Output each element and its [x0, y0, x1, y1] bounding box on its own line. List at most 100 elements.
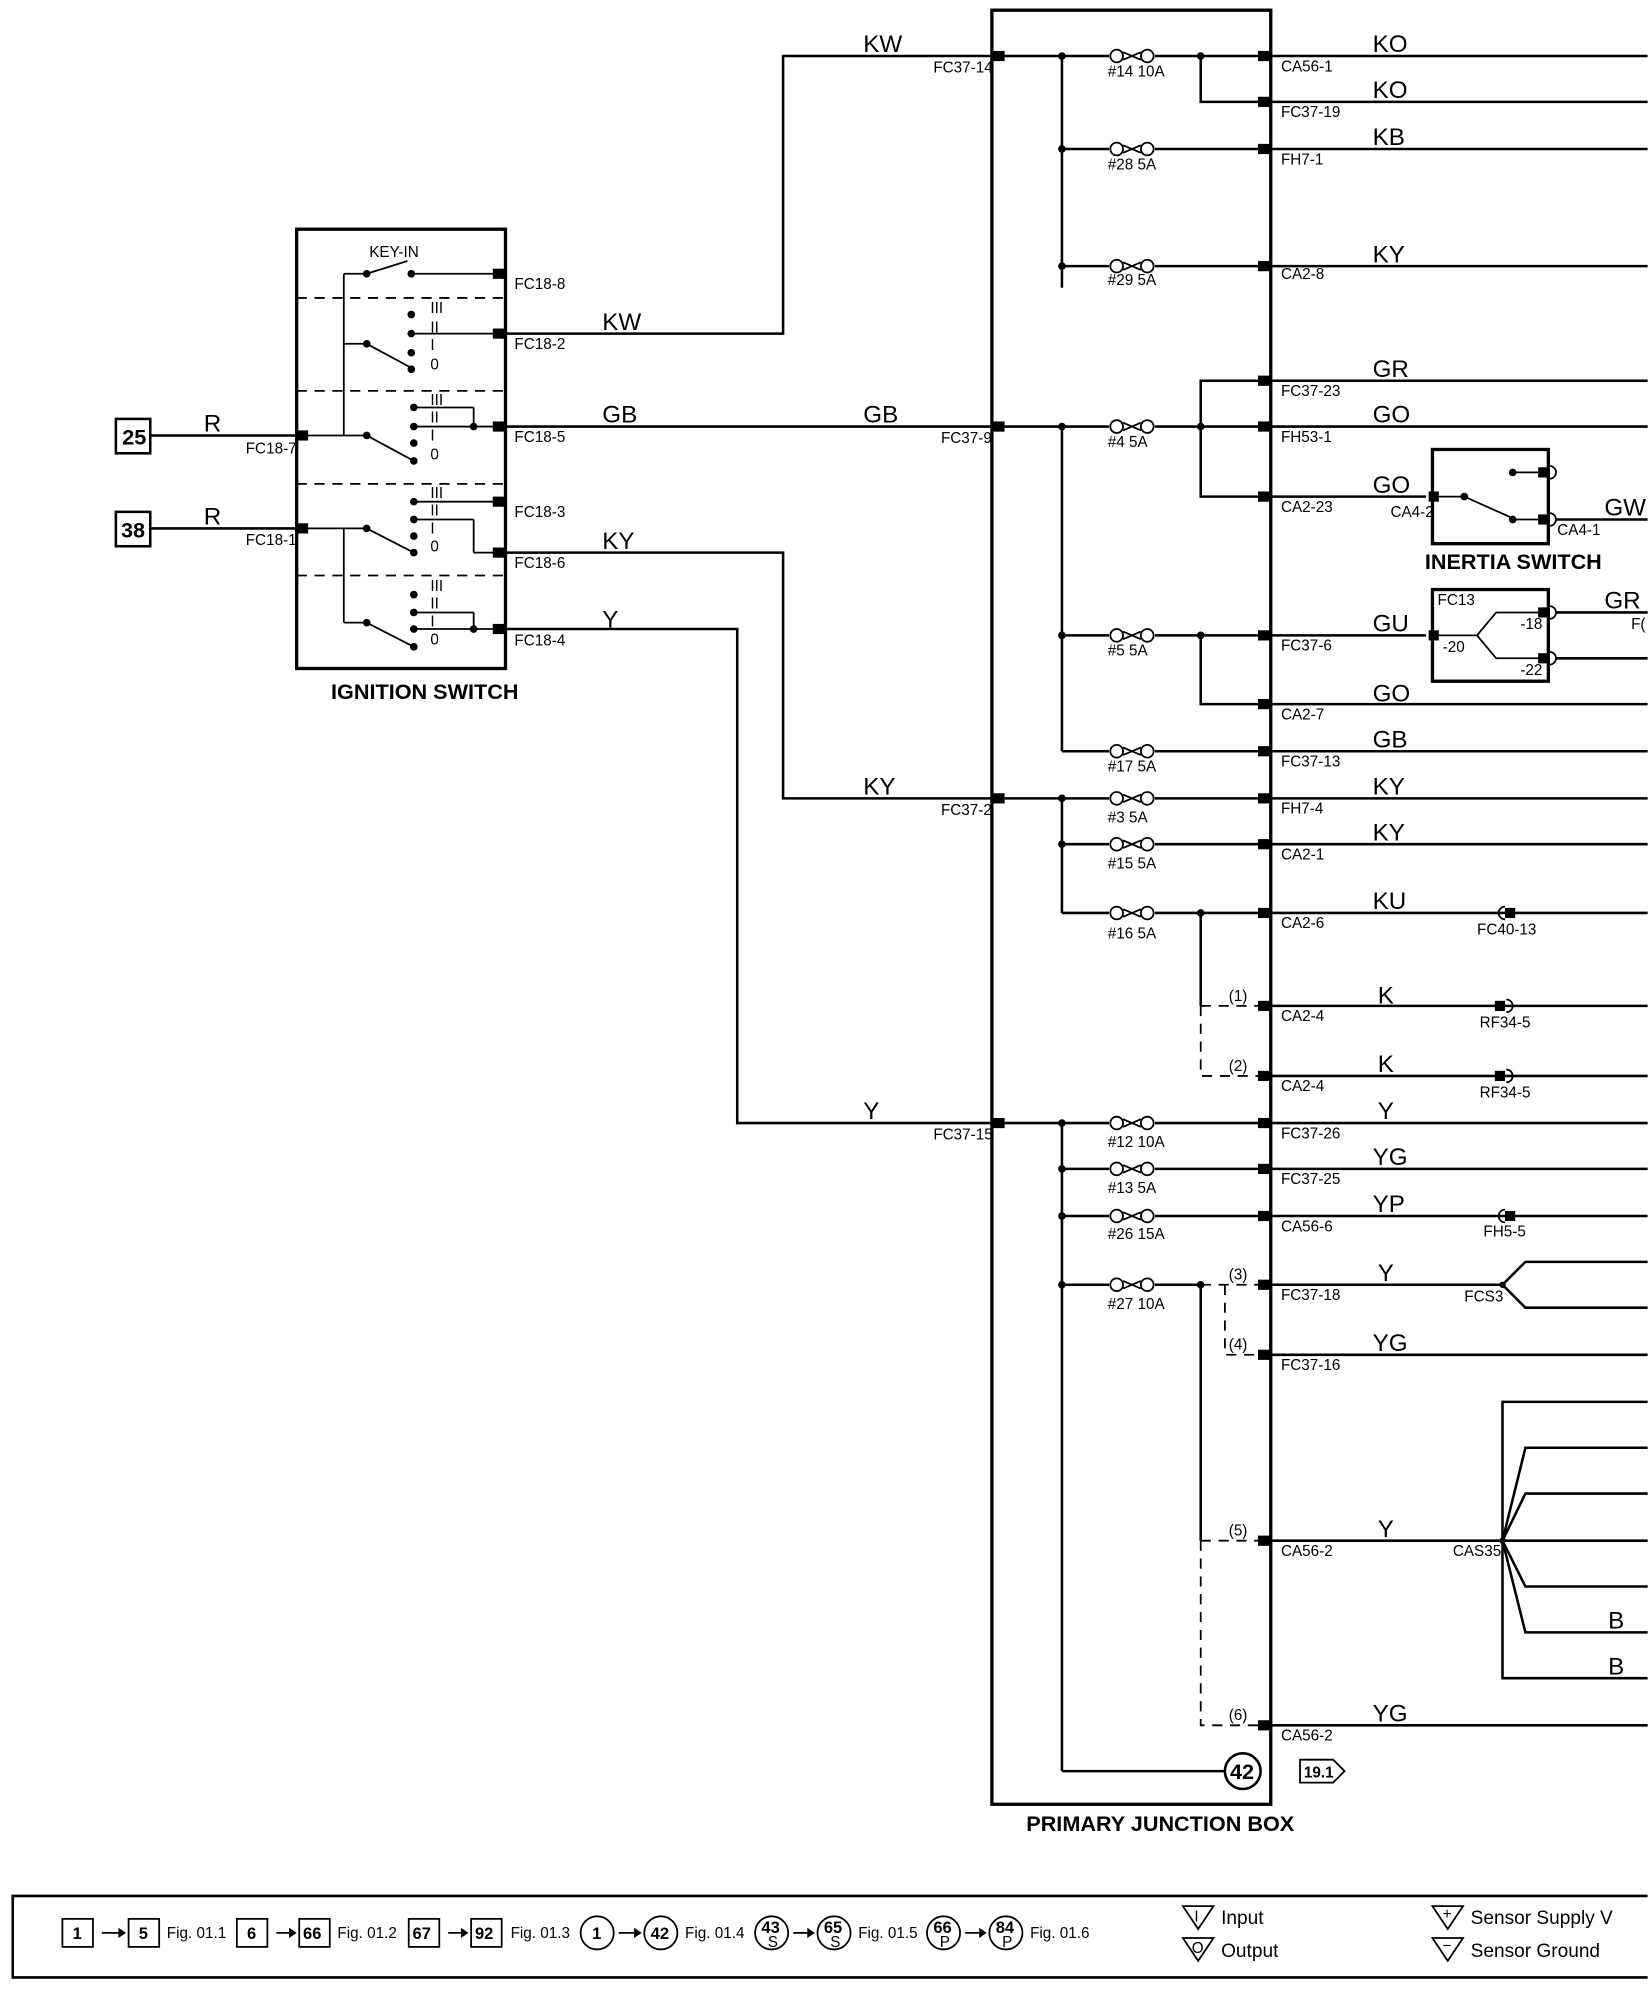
legend-range-43-65: 43 S 65 S Fig. 01.5 — [754, 1915, 918, 1951]
svg-text:#29 5A: #29 5A — [1108, 272, 1157, 289]
conn-fc37-9: FC37-9 — [941, 430, 992, 447]
ground-reference-42[interactable]: 42 — [1223, 1752, 1262, 1791]
svg-text:III: III — [430, 300, 443, 317]
fuse-row: #17 5A — [1061, 743, 1259, 776]
svg-text:FC37-6: FC37-6 — [1281, 638, 1332, 655]
output-pins — [1258, 50, 1271, 1731]
svg-text:KB: KB — [1373, 124, 1405, 151]
svg-text:KY: KY — [863, 774, 895, 801]
fuse-row: #14 10A — [1061, 48, 1259, 104]
svg-text:CA2-1: CA2-1 — [1281, 846, 1324, 863]
ignition-switch-title: IGNITION SWITCH — [331, 679, 518, 704]
svg-text:CA4-2: CA4-2 — [1390, 504, 1433, 521]
svg-text:#12 10A: #12 10A — [1108, 1134, 1166, 1151]
svg-text:YP: YP — [1373, 1191, 1405, 1218]
svg-text:KY: KY — [602, 528, 634, 555]
reference-25[interactable]: 25 R — [114, 411, 296, 455]
svg-text:III: III — [430, 485, 443, 502]
conn-fc37-15: FC37-15 — [933, 1127, 992, 1144]
svg-text:0: 0 — [430, 356, 439, 373]
svg-text:CA56-2: CA56-2 — [1281, 1543, 1333, 1560]
svg-text:(2): (2) — [1229, 1058, 1248, 1075]
svg-text:II: II — [430, 503, 438, 520]
output-wires: KO KO KB KY GR GO GO GU GO GB KY KY KU — [1270, 31, 1648, 1728]
feed-wires: KW KW GB GB KY KY Y Y — [505, 31, 992, 1125]
svg-text:Y: Y — [602, 607, 618, 634]
svg-text:CA2-7: CA2-7 — [1281, 706, 1324, 723]
sensor-supply-symbol: + Sensor Supply V — [1430, 1905, 1613, 1931]
svg-text:#16 5A: #16 5A — [1108, 925, 1157, 942]
svg-text:Fig. 01.4: Fig. 01.4 — [685, 1925, 745, 1942]
svg-text:42: 42 — [651, 1924, 669, 1943]
svg-text:GR: GR — [1604, 588, 1640, 615]
svg-text:CA2-6: CA2-6 — [1281, 915, 1324, 932]
svg-text:KO: KO — [1373, 31, 1408, 58]
svg-text:6: 6 — [247, 1924, 256, 1943]
svg-text:FC37-19: FC37-19 — [1281, 104, 1340, 121]
svg-text:YG: YG — [1373, 1144, 1408, 1171]
svg-text:FC13: FC13 — [1438, 592, 1475, 609]
svg-text:Y: Y — [1378, 1098, 1394, 1125]
svg-text:(1): (1) — [1229, 988, 1248, 1005]
svg-text:67: 67 — [413, 1924, 431, 1943]
junction-box-title: PRIMARY JUNCTION BOX — [1026, 1811, 1295, 1836]
svg-text:1: 1 — [73, 1924, 82, 1943]
svg-text:(5): (5) — [1229, 1523, 1248, 1540]
svg-text:FC37-13: FC37-13 — [1281, 754, 1340, 771]
fuse-row: #13 5A — [1058, 1161, 1259, 1197]
svg-text:FC37-23: FC37-23 — [1281, 383, 1340, 400]
svg-text:III: III — [430, 578, 443, 595]
svg-text:#3 5A: #3 5A — [1108, 810, 1149, 827]
svg-text:Y: Y — [863, 1098, 879, 1125]
svg-text:(3): (3) — [1229, 1267, 1248, 1284]
conn-fc18-8: FC18-8 — [514, 276, 565, 293]
reference-38[interactable]: 38 R — [114, 504, 296, 548]
inline-connectors: FC40-13 RF34-5 RF34-5 FH5-5 — [1477, 905, 1536, 1240]
inertia-switch-title: INERTIA SWITCH — [1425, 549, 1602, 574]
svg-text:KU: KU — [1373, 888, 1407, 915]
svg-text:B: B — [1608, 1653, 1624, 1680]
svg-text:O: O — [1192, 1940, 1204, 1957]
svg-text:R: R — [204, 411, 221, 438]
fuse-row: #5 5A — [1058, 628, 1259, 706]
legend-range-6-66: 6 66 Fig. 01.2 — [235, 1917, 397, 1948]
svg-text:1: 1 — [592, 1924, 601, 1943]
svg-text:P: P — [1002, 1934, 1012, 1951]
svg-text:(4): (4) — [1229, 1337, 1248, 1354]
svg-text:F(: F( — [1631, 616, 1645, 633]
page-reference-arrow[interactable]: 19.1 — [1299, 1758, 1346, 1784]
svg-text:S: S — [830, 1934, 840, 1951]
svg-text:I: I — [430, 521, 434, 538]
svg-text:Fig. 01.3: Fig. 01.3 — [511, 1925, 570, 1942]
conn-fc18-6: FC18-6 — [514, 555, 565, 572]
svg-text:CA2-4: CA2-4 — [1281, 1008, 1325, 1025]
svg-text:CAS35: CAS35 — [1453, 1543, 1501, 1560]
svg-text:84: 84 — [996, 1918, 1015, 1937]
svg-text:Y: Y — [1378, 1260, 1394, 1287]
fuse-row: #16 5A — [1061, 905, 1259, 1077]
svg-text:CA56-1: CA56-1 — [1281, 58, 1333, 75]
fuse-row: #29 5A — [1058, 258, 1259, 289]
svg-text:FC37-25: FC37-25 — [1281, 1171, 1340, 1188]
splice-fcs3: FCS3 — [1464, 1260, 1648, 1309]
fuse-row: #4 5A — [1061, 379, 1259, 498]
legend: 1 5 Fig. 01.1 6 66 Fig. 01.2 67 92 F — [11, 1894, 1648, 1979]
svg-text:Fig. 01.6: Fig. 01.6 — [1030, 1925, 1089, 1942]
svg-text:0: 0 — [430, 538, 439, 555]
svg-text:GO: GO — [1373, 402, 1411, 429]
conn-fc18-1: FC18-1 — [246, 532, 297, 549]
conn-fc37-14: FC37-14 — [933, 60, 993, 77]
conn-fh5-5: FH5-5 — [1483, 1223, 1525, 1240]
svg-text:CA56-6: CA56-6 — [1281, 1218, 1333, 1235]
conn-fc18-2: FC18-2 — [514, 336, 565, 353]
svg-text:FC37-16: FC37-16 — [1281, 1357, 1340, 1374]
svg-text:66: 66 — [303, 1924, 321, 1943]
svg-text:#28 5A: #28 5A — [1108, 156, 1157, 173]
legend-range-66-84: 66 P 84 P Fig. 01.6 — [926, 1915, 1090, 1951]
svg-text:B: B — [1608, 1608, 1624, 1635]
svg-text:II: II — [430, 410, 438, 427]
svg-text:Input: Input — [1221, 1908, 1264, 1929]
svg-text:Sensor Supply V: Sensor Supply V — [1471, 1908, 1613, 1929]
ignition-switch: KEY-IN III II I 0 III — [246, 227, 566, 704]
